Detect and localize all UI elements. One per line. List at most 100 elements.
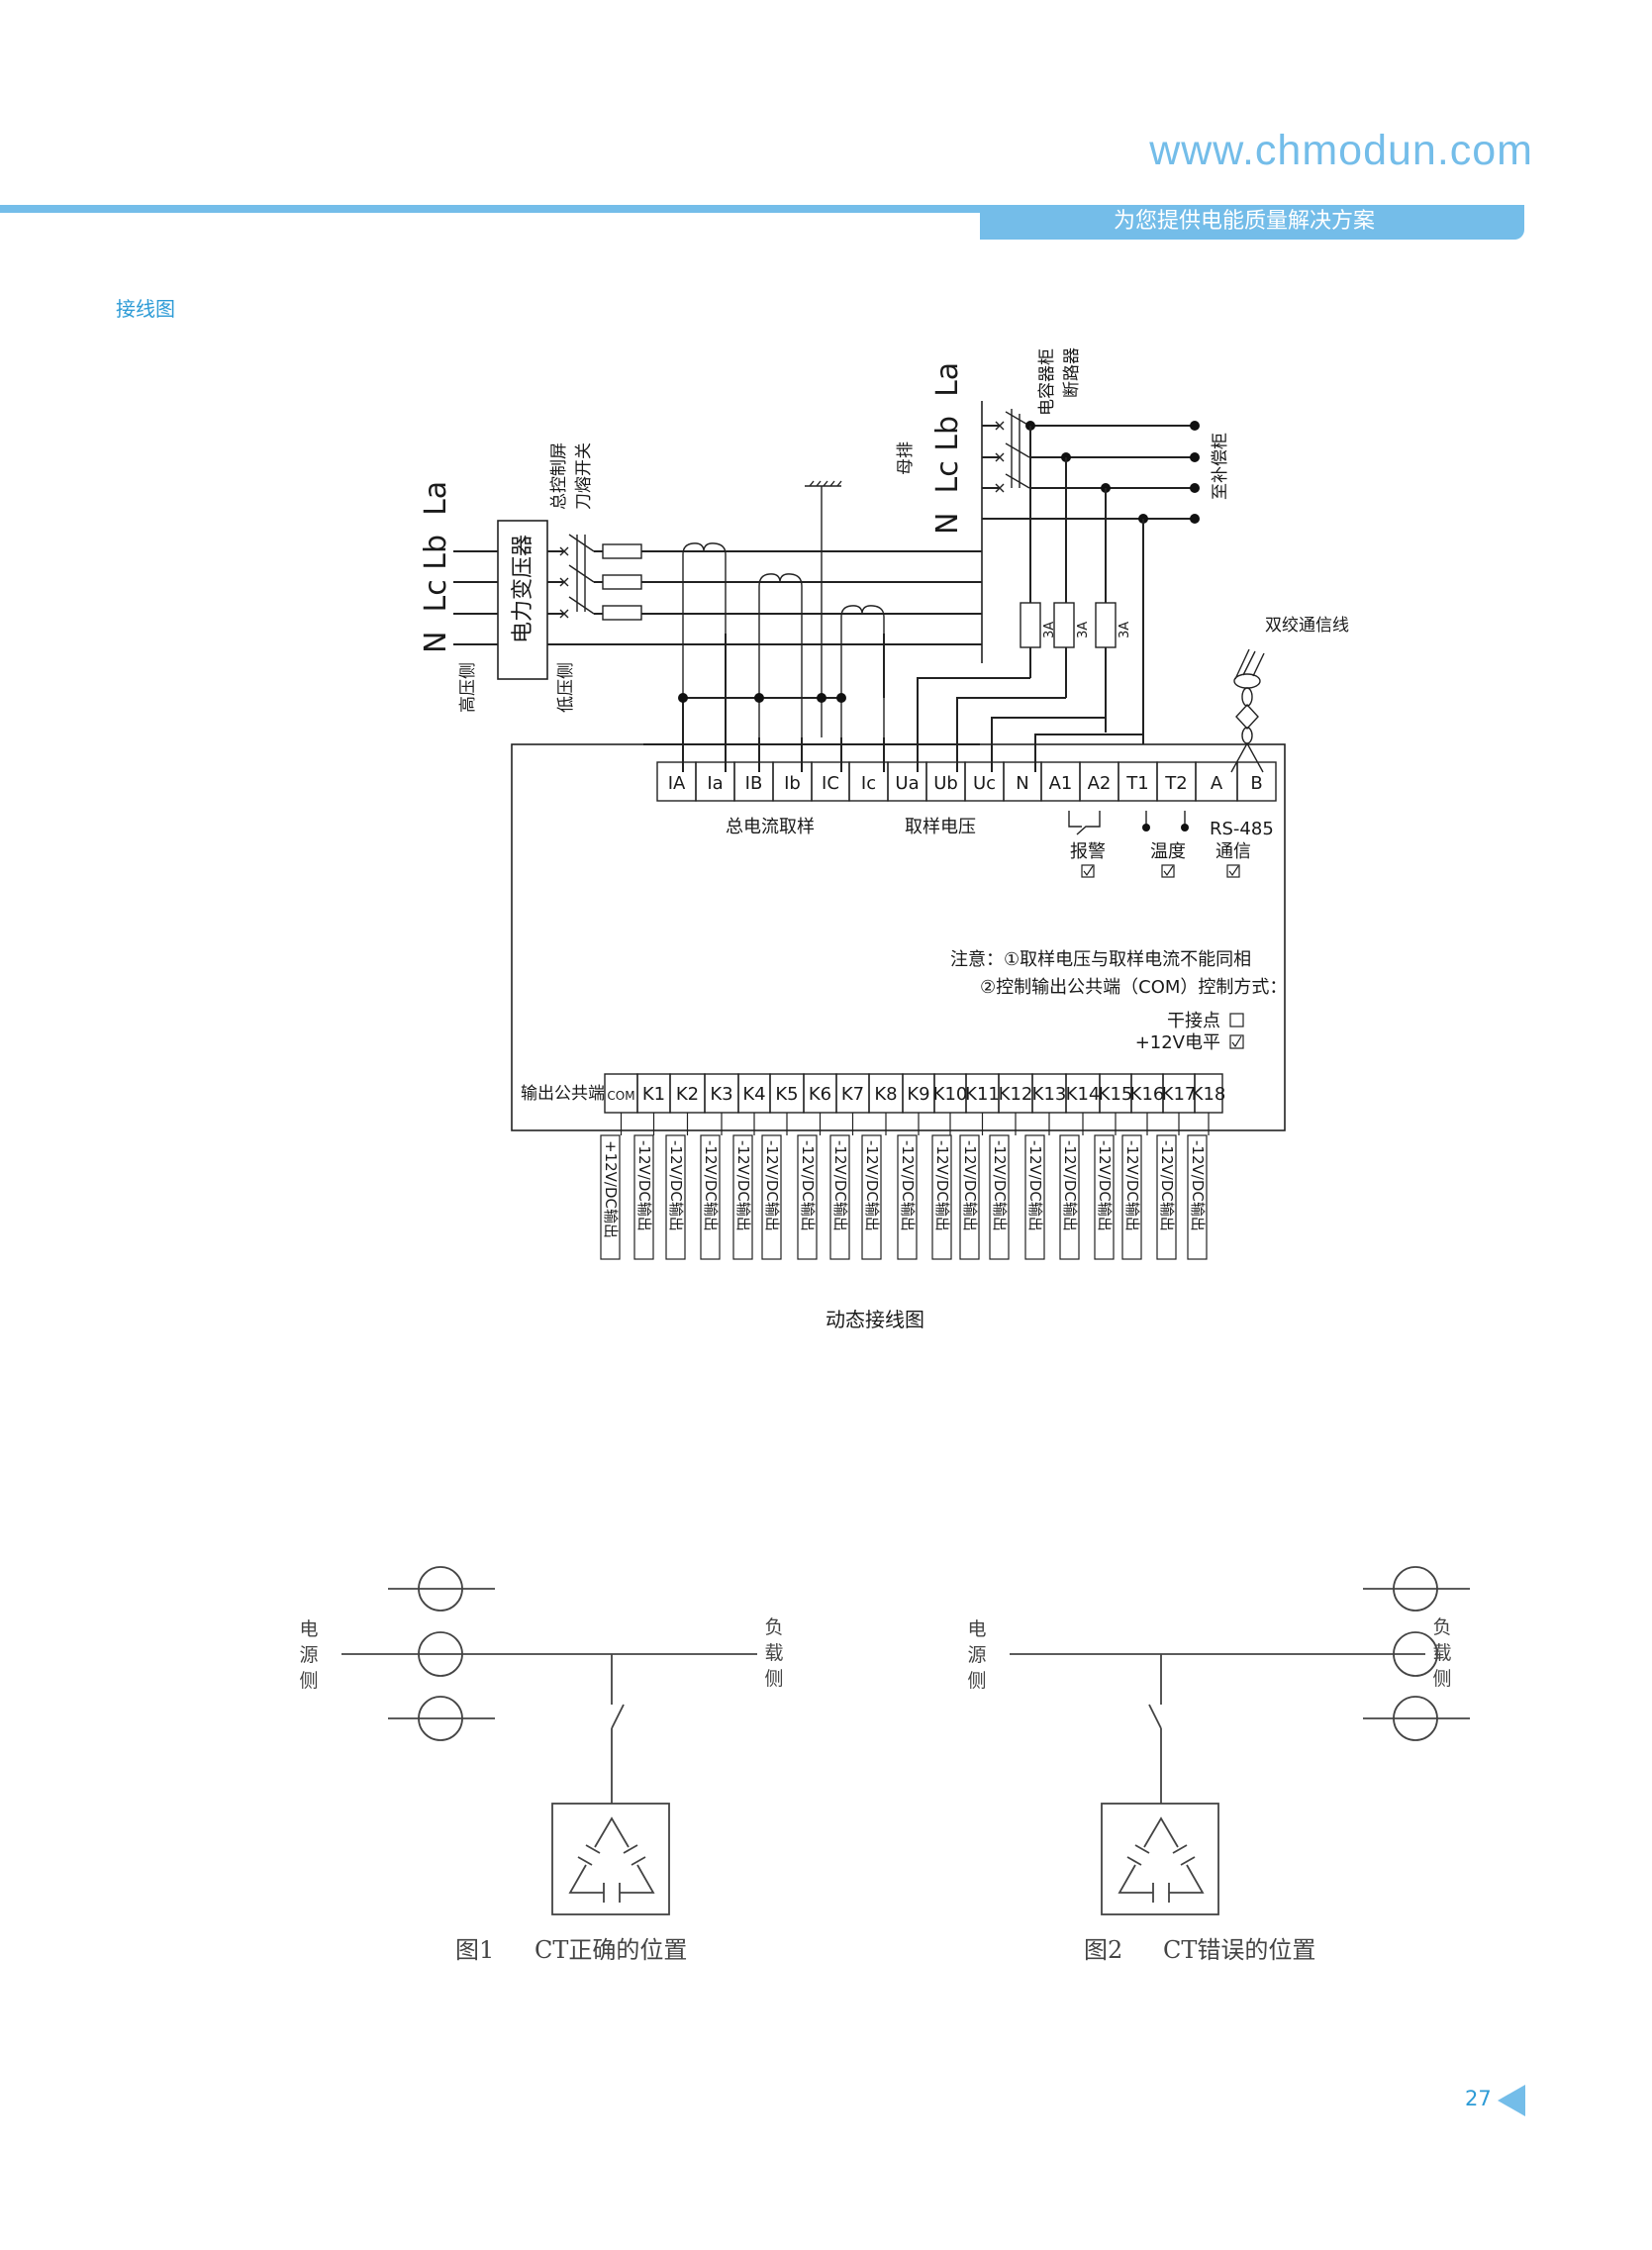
input-terminal-label: Ib bbox=[784, 773, 801, 794]
power-transformer bbox=[497, 520, 548, 680]
page-number: 27 bbox=[1465, 2087, 1492, 2110]
input-terminal-label: IC bbox=[822, 773, 839, 794]
output-voltage-label: -12V/DC输出 bbox=[1061, 1140, 1079, 1231]
capacitor-breaker bbox=[995, 409, 1030, 493]
ct-coil-icon bbox=[418, 1566, 463, 1612]
busbar-phases-label: N Lc Lb La bbox=[930, 362, 965, 535]
output-voltage-label: -12V/DC输出 bbox=[1189, 1140, 1207, 1231]
figure-caption: CT错误的位置 bbox=[1163, 1936, 1315, 1964]
website-url: www.chmodun.com bbox=[1149, 127, 1533, 174]
source-fuses bbox=[602, 543, 642, 621]
output-voltage-label: -12V/DC输出 bbox=[702, 1140, 720, 1231]
input-terminal-label: T2 bbox=[1164, 773, 1187, 794]
output-label-box bbox=[1156, 1134, 1177, 1260]
side-label-char: 负 bbox=[764, 1616, 783, 1638]
side-label-char: 电 bbox=[299, 1618, 318, 1640]
switch-x-marks bbox=[559, 546, 569, 619]
note-line-2: ②控制输出公共端（COM）控制方式： bbox=[980, 977, 1287, 998]
low-voltage-side-label: 低压侧 bbox=[556, 662, 576, 713]
capacitor-bank-box bbox=[551, 1803, 670, 1915]
input-terminal-label: B bbox=[1250, 773, 1262, 794]
output-label-box bbox=[732, 1134, 753, 1260]
output-terminal-label: K18 bbox=[1192, 1084, 1226, 1105]
capacitor-breaker-label-2: 断路器 bbox=[1062, 347, 1082, 398]
diagram-caption: 动态接线图 bbox=[826, 1308, 924, 1331]
output-terminal-label: K11 bbox=[965, 1084, 1000, 1105]
voltage-sampling-label: 取样电压 bbox=[905, 817, 976, 837]
input-terminal-label: Ic bbox=[861, 773, 876, 794]
transformer-label: 电力变压器 bbox=[511, 535, 535, 643]
input-terminal-label: A1 bbox=[1049, 773, 1073, 794]
output-terminal-label: K13 bbox=[1032, 1084, 1067, 1105]
ct-coil-icon bbox=[418, 1631, 463, 1677]
output-terminal-label: K10 bbox=[933, 1084, 968, 1105]
output-voltage-label: -12V/DC输出 bbox=[1026, 1140, 1044, 1231]
twisted-pair-label: 双绞通信线 bbox=[1265, 616, 1349, 636]
output-terminal-label: K2 bbox=[676, 1084, 699, 1105]
figure-number: 图2 bbox=[1084, 1936, 1122, 1964]
output-label-box bbox=[665, 1134, 686, 1260]
ct-coil-icon bbox=[418, 1696, 463, 1741]
function-label: 通信 bbox=[1215, 841, 1251, 862]
function-label: 温度 bbox=[1150, 841, 1186, 862]
note-line-1: 注意：①取样电压与取样电流不能同相 bbox=[950, 949, 1251, 970]
output-label-box bbox=[700, 1134, 721, 1260]
side-label-char: 侧 bbox=[967, 1670, 986, 1692]
output-label-box bbox=[959, 1134, 980, 1260]
knife-fuse-switch bbox=[568, 534, 595, 615]
side-label-char: 侧 bbox=[299, 1670, 318, 1692]
output-voltage-label: -12V/DC输出 bbox=[1123, 1140, 1141, 1231]
side-label-char: 源 bbox=[299, 1644, 318, 1666]
to-compensation-label: 至补偿柜 bbox=[1211, 433, 1230, 500]
input-terminal-label: Uc bbox=[973, 773, 996, 794]
capacitor-bank-box bbox=[1101, 1803, 1219, 1915]
input-terminal-label: Ub bbox=[933, 773, 958, 794]
header-rule bbox=[0, 205, 1524, 213]
function-checkbox[interactable] bbox=[1226, 864, 1240, 878]
output-voltage-label: -12V/DC输出 bbox=[1096, 1140, 1114, 1231]
capacitor-breaker-label-1: 电容器柜 bbox=[1037, 348, 1057, 416]
function-checkbox[interactable] bbox=[1161, 864, 1175, 878]
input-terminal-label: A bbox=[1211, 773, 1223, 794]
output-terminal-label: K9 bbox=[907, 1084, 929, 1105]
output-voltage-label: -12V/DC输出 bbox=[799, 1140, 817, 1231]
side-label-char: 侧 bbox=[764, 1668, 783, 1690]
output-voltage-label: -12V/DC输出 bbox=[899, 1140, 917, 1231]
side-label-char: 源 bbox=[967, 1644, 986, 1666]
output-label-box bbox=[1059, 1134, 1080, 1260]
page-arrow-icon bbox=[1498, 2085, 1525, 2116]
output-voltage-label: -12V/DC输出 bbox=[831, 1140, 849, 1231]
fuse-rating-2: 3A bbox=[1076, 622, 1091, 638]
output-terminal-label: K12 bbox=[999, 1084, 1033, 1105]
fuse-rating-3: 3A bbox=[1118, 622, 1132, 638]
busbar-junctions bbox=[1025, 421, 1200, 524]
output-terminal-label: K6 bbox=[809, 1084, 831, 1105]
output-terminal-label: COM bbox=[607, 1089, 634, 1103]
busbar-label: 母排 bbox=[896, 441, 916, 475]
section-title: 接线图 bbox=[116, 297, 175, 321]
output-terminal-label: K16 bbox=[1130, 1084, 1165, 1105]
output-label-box bbox=[761, 1134, 782, 1260]
control-mode-checkbox[interactable] bbox=[1229, 1013, 1244, 1027]
side-label-char: 侧 bbox=[1432, 1668, 1451, 1690]
output-label-box bbox=[797, 1134, 818, 1260]
main-switch-label-1: 总控制屏 bbox=[549, 442, 569, 510]
control-mode-label: +12V电平 bbox=[1135, 1032, 1220, 1053]
control-mode-checkbox[interactable] bbox=[1229, 1034, 1244, 1049]
output-label-box bbox=[1094, 1134, 1115, 1260]
output-terminal-label: K8 bbox=[874, 1084, 897, 1105]
function-checkbox[interactable] bbox=[1081, 864, 1095, 878]
output-label-box bbox=[1187, 1134, 1208, 1260]
output-terminal-label: K17 bbox=[1162, 1084, 1197, 1105]
header-tagline: 为您提供电能质量解决方案 bbox=[980, 205, 1524, 240]
figure-caption: CT正确的位置 bbox=[534, 1936, 687, 1964]
output-voltage-label: -12V/DC输出 bbox=[763, 1140, 781, 1231]
output-voltage-label: -12V/DC输出 bbox=[635, 1140, 653, 1231]
rs485-label: RS-485 bbox=[1210, 819, 1274, 839]
output-label-box bbox=[989, 1134, 1010, 1260]
input-terminal-label: A2 bbox=[1088, 773, 1112, 794]
current-sampling-label: 总电流取样 bbox=[726, 817, 815, 837]
